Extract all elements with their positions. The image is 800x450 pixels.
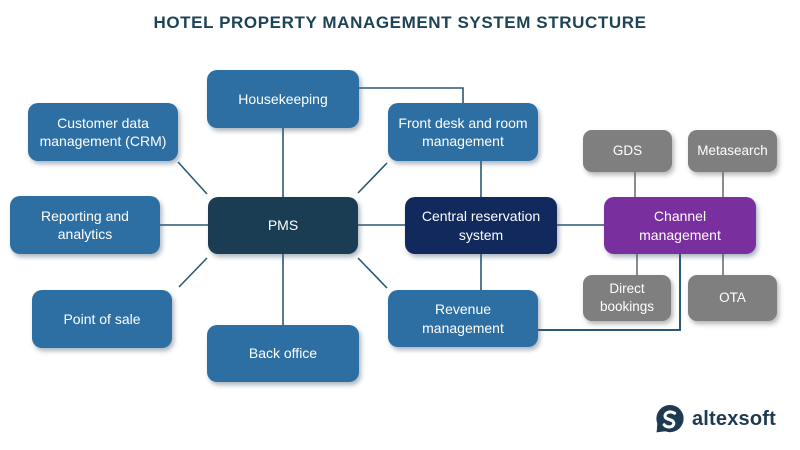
node-label: Housekeeping [238,90,328,107]
node-housekeeping: Housekeeping [207,70,359,128]
node-label: Channel management [639,208,721,243]
edge-pms-pos [178,257,208,288]
node-label: Reporting and analytics [41,207,129,242]
node-reporting-analytics: Reporting and analytics [10,196,160,254]
node-gds: GDS [583,130,672,172]
node-metasearch: Metasearch [688,130,777,172]
node-label: Central reservation system [421,208,541,243]
node-label: Metasearch [697,143,768,159]
node-label: OTA [719,290,746,306]
node-channel-management: Channel management [604,197,756,254]
node-label: GDS [612,143,643,159]
brand-logo: altexsoft [655,404,776,434]
node-point-of-sale: Point of sale [32,290,172,348]
node-revenue-management: Revenue management [388,290,538,347]
node-ota: OTA [688,275,777,321]
node-customer-data-management: Customer data management (CRM) [28,103,178,161]
edge-pms-frontdesk [357,162,388,194]
diagram-title: HOTEL PROPERTY MANAGEMENT SYSTEM STRUCTU… [153,13,647,32]
brand-name: altexsoft [691,407,776,430]
node-back-office: Back office [207,325,359,382]
edge-pms-revenue [357,257,388,289]
node-label: Back office [248,345,318,362]
edge-revenue-channel [538,254,681,331]
node-label: Revenue management [422,301,504,336]
node-label: Direct bookings [599,281,655,314]
node-central-reservation-system: Central reservation system [405,197,557,254]
node-label: PMS [267,217,299,234]
edge-housekeeping-frontdesk [359,87,464,103]
altexsoft-icon [656,405,684,433]
node-label: Point of sale [63,310,141,327]
node-front-desk: Front desk and room management [388,103,538,161]
node-pms: PMS [208,197,358,254]
node-direct-bookings: Direct bookings [583,275,671,321]
node-label: Customer data management (CRM) [39,114,167,149]
node-label: Front desk and room management [398,114,528,149]
edge-pms-crm [177,161,208,195]
